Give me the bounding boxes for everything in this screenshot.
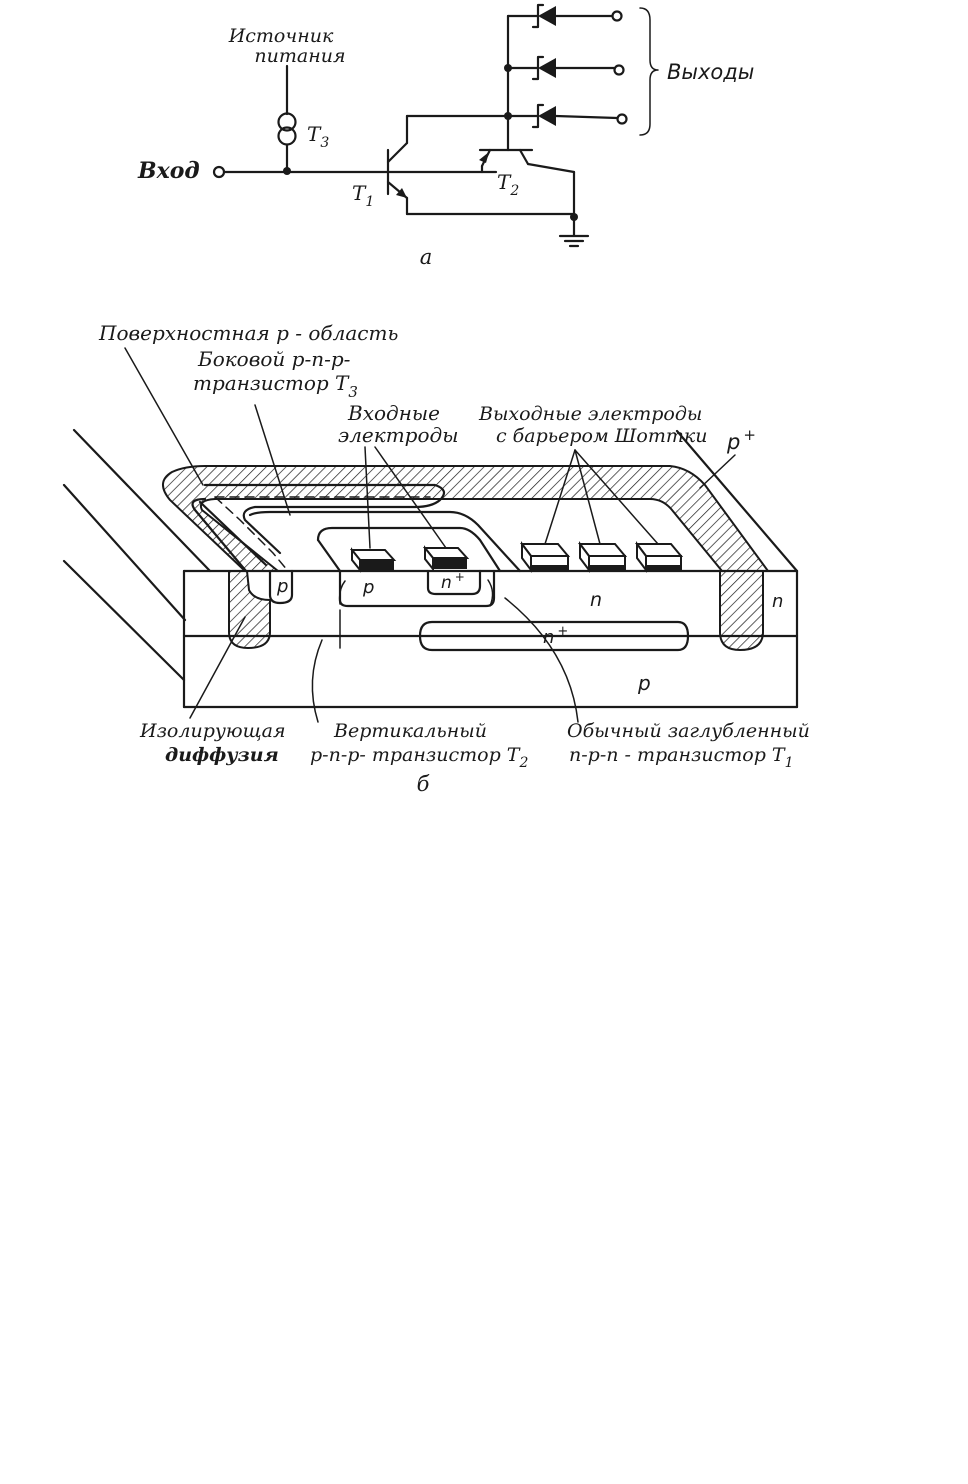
- region-p-base: p: [362, 577, 374, 598]
- region-p-substrate: p: [637, 671, 651, 695]
- input-label: Вход: [137, 158, 200, 184]
- label-vertical-line2: p-n-p- транзистор T2: [310, 744, 528, 771]
- label-input-electrodes-line1: Входные: [347, 401, 440, 425]
- output-electrode-3: [637, 544, 681, 571]
- output-electrode-2: [580, 544, 625, 571]
- t2-bracket: [340, 581, 345, 648]
- circuit-diagram: Источник питания T3 Вход T1: [137, 5, 754, 269]
- schottky-diode-3: [504, 105, 627, 127]
- schottky-diode-2: [504, 57, 624, 79]
- label-isolation-line1: Изолирующая: [139, 720, 286, 742]
- cross-section-diagram: p p n+ n n n+ p Поверхностная p - област…: [64, 321, 810, 796]
- input-electrode-base: [352, 550, 394, 570]
- label-output-electrodes-line2: с барьером Шоттки: [496, 425, 708, 447]
- caption-b: б: [417, 772, 430, 796]
- region-n-plus-emitter: n+: [441, 570, 465, 593]
- current-source-t3: [279, 66, 296, 171]
- label-npn-line2: n-p-n - транзистор T1: [569, 744, 794, 771]
- power-label-line1: Источник: [228, 25, 334, 47]
- label-npn-line1: Обычный заглубленный: [567, 720, 810, 742]
- label-input-electrodes-line2: электроды: [338, 423, 459, 447]
- t1-label: T1: [352, 181, 374, 210]
- power-label-line2: питания: [254, 45, 345, 67]
- input-electrodes: [352, 548, 467, 570]
- region-n-right: n: [772, 591, 783, 612]
- input-terminal: [214, 167, 224, 177]
- t3-label: T3: [307, 122, 329, 151]
- label-surface-p-region: Поверхностная p - область: [98, 321, 398, 345]
- output-electrodes: [522, 544, 681, 571]
- transistor-t1: [388, 116, 574, 214]
- label-lateral-line1: Боковой p-n-p-: [197, 347, 351, 371]
- junction-input: [283, 167, 291, 175]
- schottky-diodes: [504, 5, 627, 127]
- label-isolation-line2: диффузия: [165, 744, 279, 766]
- caption-a: а: [420, 245, 433, 269]
- outputs-label: Выходы: [667, 60, 754, 84]
- label-lateral-line2: транзистор T3: [193, 371, 358, 401]
- output-electrode-1: [522, 544, 568, 571]
- region-p-small: p: [276, 576, 288, 597]
- t2-label: T2: [497, 170, 519, 199]
- label-output-electrodes-line1: Выходные электроды: [478, 403, 702, 425]
- label-vertical-line1: Вертикальный: [333, 720, 487, 742]
- outputs-brace: [640, 8, 658, 135]
- isolation-well-right: [720, 571, 763, 650]
- input-electrode-emitter: [425, 548, 467, 569]
- schottky-diode-1: [508, 5, 622, 27]
- label-p-plus: p+: [726, 426, 756, 454]
- transistor-t2: [479, 16, 574, 235]
- region-n: n: [590, 589, 602, 611]
